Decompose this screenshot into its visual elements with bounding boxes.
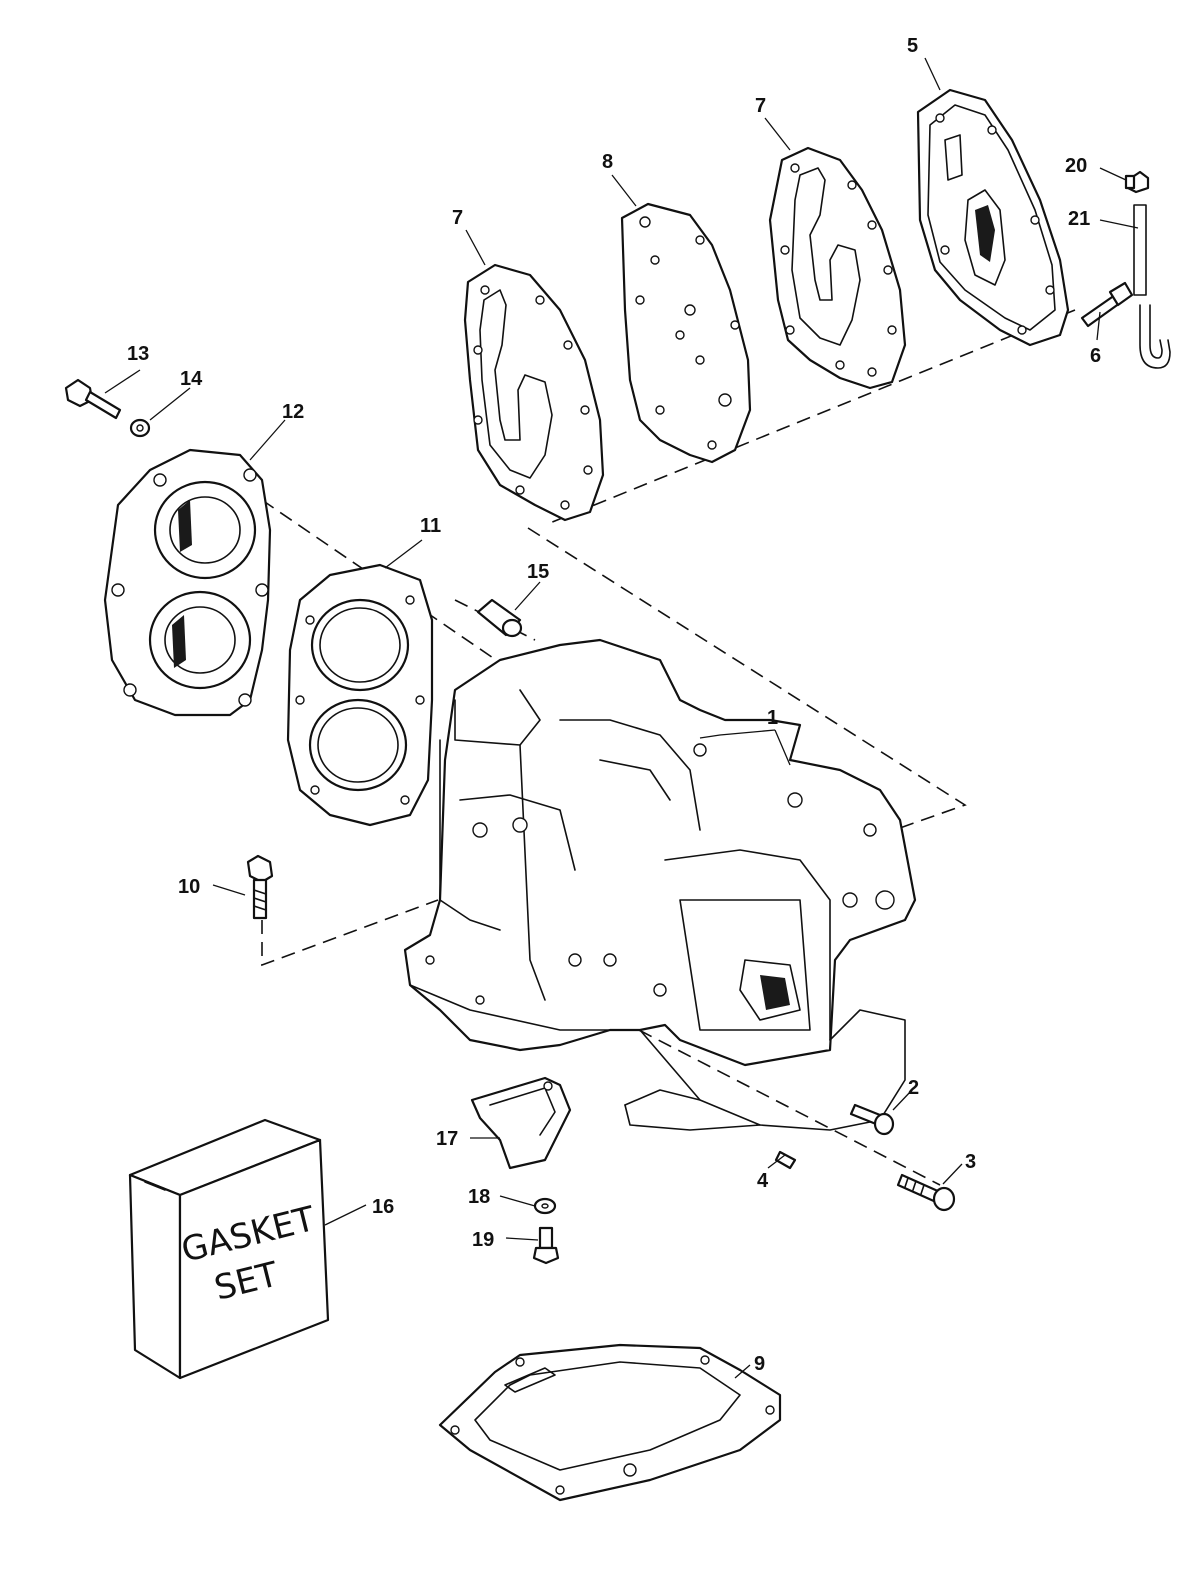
head-gasket-part-11 bbox=[286, 563, 434, 827]
callout-15: 15 bbox=[527, 561, 549, 583]
pin-part-4 bbox=[774, 1150, 797, 1170]
callout-9: 9 bbox=[754, 1353, 765, 1375]
callout-5: 5 bbox=[907, 35, 918, 57]
callout-3: 3 bbox=[965, 1151, 976, 1173]
callout-1: 1 bbox=[767, 707, 778, 729]
callout-8: 8 bbox=[602, 151, 613, 173]
washer-part-14 bbox=[129, 418, 151, 438]
callout-4: 4 bbox=[757, 1170, 769, 1192]
screw-part-6 bbox=[1080, 281, 1134, 328]
cover-part-17 bbox=[470, 1076, 572, 1170]
plate-part-8 bbox=[620, 202, 752, 464]
callout-6: 6 bbox=[1090, 345, 1101, 367]
gasket-part-7-left bbox=[463, 263, 605, 522]
callout-17: 17 bbox=[436, 1128, 458, 1150]
leader-lines bbox=[104, 57, 1139, 1379]
callout-13: 13 bbox=[127, 343, 149, 365]
gasket-set-box-part-16: GASKET SET bbox=[128, 1118, 330, 1380]
gasket-part-7-right bbox=[768, 146, 907, 390]
callout-labels: 1 2 3 4 5 6 7 8 7 9 10 11 12 13 14 15 16… bbox=[127, 35, 1101, 1375]
callout-11: 11 bbox=[420, 515, 441, 537]
screw-part-3 bbox=[896, 1173, 956, 1212]
callout-21: 21 bbox=[1068, 208, 1090, 230]
callout-19: 19 bbox=[472, 1229, 494, 1251]
bolt-part-13 bbox=[64, 378, 122, 420]
screw-part-19 bbox=[532, 1226, 560, 1265]
cylinder-head-part-12 bbox=[103, 448, 272, 717]
screw-part-2 bbox=[849, 1103, 895, 1136]
callout-14: 14 bbox=[180, 368, 203, 390]
callout-2: 2 bbox=[908, 1077, 919, 1099]
cylinder-block-part-1 bbox=[403, 638, 917, 1131]
callout-18: 18 bbox=[468, 1186, 490, 1208]
dowel-part-15 bbox=[476, 598, 523, 638]
callout-20: 20 bbox=[1065, 155, 1087, 177]
callout-12: 12 bbox=[282, 401, 304, 423]
callout-7-right: 7 bbox=[755, 95, 766, 117]
washer-part-18 bbox=[533, 1197, 557, 1215]
callout-10: 10 bbox=[178, 876, 200, 898]
gasket-part-9 bbox=[438, 1343, 782, 1502]
hose-part-21 bbox=[1133, 204, 1171, 369]
callout-16: 16 bbox=[372, 1196, 394, 1218]
cover-plate-part-5 bbox=[916, 88, 1070, 347]
callout-7-left: 7 bbox=[452, 207, 463, 229]
fitting-part-20 bbox=[1124, 170, 1150, 194]
bolt-part-10 bbox=[246, 854, 274, 920]
